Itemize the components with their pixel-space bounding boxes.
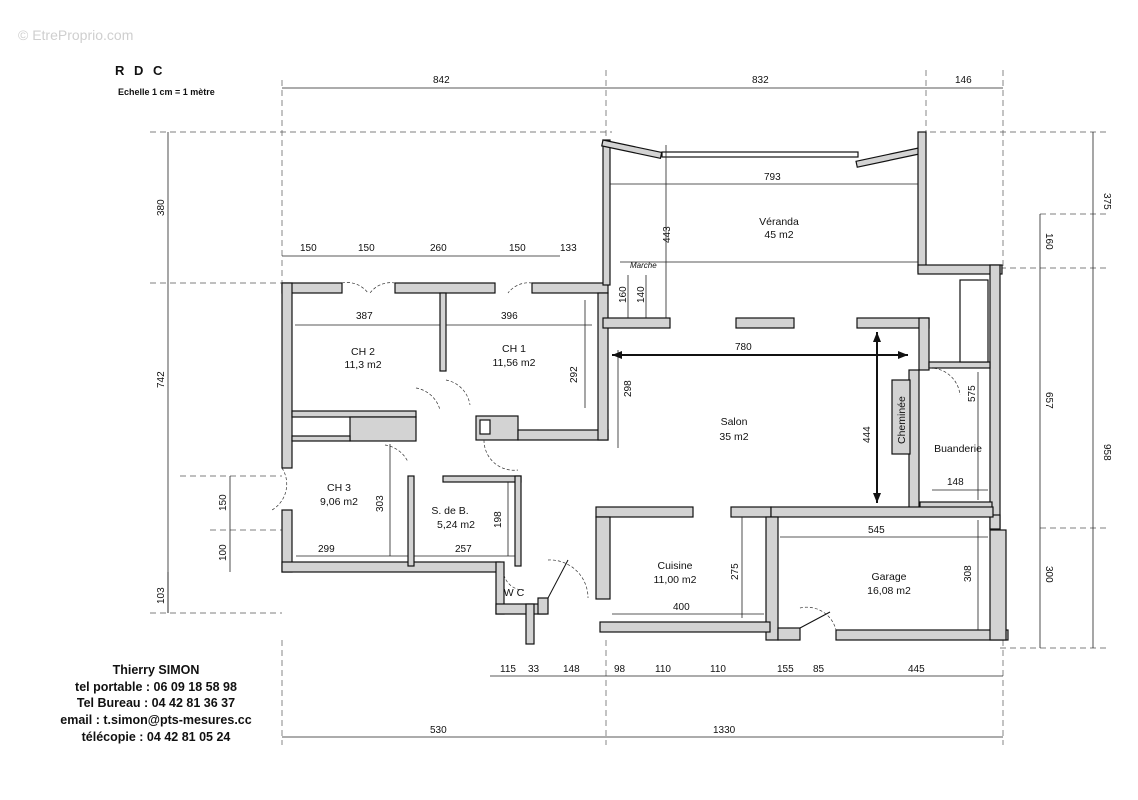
dim-387: 387 [356, 311, 373, 322]
dim-right-958: 958 [1101, 444, 1112, 461]
contact-name: Thierry SIMON [113, 663, 200, 677]
dim-bottom-1330: 1330 [713, 725, 736, 736]
room-ch1-area: 11,56 m2 [493, 357, 536, 369]
dim-150-a: 150 [300, 243, 317, 254]
dim-780: 780 [735, 342, 752, 353]
dim-396: 396 [501, 311, 518, 322]
dim-832: 832 [752, 75, 769, 86]
room-wc-name: W C [504, 587, 525, 599]
dim-260: 260 [430, 243, 447, 254]
dim-right-300: 300 [1043, 566, 1054, 583]
dim-842: 842 [433, 75, 450, 86]
contact-fax: télécopie : 04 42 81 05 24 [82, 730, 231, 744]
dim-292: 292 [569, 366, 580, 383]
contact-email: email : t.simon@pts-mesures.cc [60, 713, 251, 727]
room-garage-area: 16,08 m2 [867, 585, 911, 597]
dim-left-103: 103 [156, 587, 167, 604]
room-sdb-area: 5,24 m2 [437, 519, 475, 531]
dim-left-380: 380 [156, 199, 167, 216]
room-ch2-name: CH 2 [351, 346, 375, 358]
room-ch3-name: CH 3 [327, 482, 351, 494]
dim-bottom-110-a: 110 [655, 664, 671, 675]
dim-right-160: 160 [1043, 233, 1054, 250]
room-ch3-area: 9,06 m2 [320, 496, 358, 508]
contact-mobile: tel portable : 06 09 18 58 98 [75, 680, 237, 694]
dim-545: 545 [868, 525, 885, 536]
dim-198: 198 [493, 511, 504, 528]
dimension-arrows [612, 332, 908, 503]
dim-140: 140 [636, 286, 647, 303]
door-swings [271, 282, 961, 631]
guide-lines [150, 70, 1110, 745]
dim-bottom-85: 85 [813, 664, 825, 675]
dim-right-657: 657 [1043, 392, 1054, 409]
dim-575: 575 [967, 385, 978, 402]
dim-146: 146 [955, 75, 972, 86]
dim-150-c: 150 [509, 243, 526, 254]
dim-275: 275 [730, 563, 741, 580]
dim-400: 400 [673, 602, 690, 613]
room-cuisine-area: 11,00 m2 [654, 574, 697, 586]
dim-bottom-33: 33 [528, 664, 540, 675]
dim-133: 133 [560, 243, 577, 254]
dim-793: 793 [764, 172, 781, 183]
contact-block: Thierry SIMON tel portable : 06 09 18 58… [60, 663, 251, 744]
dim-308: 308 [963, 565, 974, 582]
dim-bottom-148: 148 [563, 664, 580, 675]
dim-257: 257 [455, 544, 472, 555]
room-labels: Véranda 45 m2 Salon 35 m2 CH 1 11,56 m2 … [320, 216, 982, 599]
room-ch2-area: 11,3 m2 [344, 359, 381, 371]
dim-bottom-155: 155 [777, 664, 794, 675]
dim-bottom-530: 530 [430, 725, 447, 736]
dim-299: 299 [318, 544, 335, 555]
dim-bottom-110-b: 110 [710, 664, 726, 675]
dim-150-b: 150 [358, 243, 375, 254]
room-salon-area: 35 m2 [719, 431, 748, 443]
dim-298: 298 [623, 380, 634, 397]
dim-left-742: 742 [156, 371, 167, 388]
room-cheminee-name: Cheminée [896, 396, 908, 444]
dim-444: 444 [862, 426, 873, 443]
dim-left-150: 150 [218, 494, 229, 511]
room-veranda-name: Véranda [759, 216, 799, 228]
watermark: © EtreProprio.com [18, 27, 133, 43]
marche-label: Marche [630, 261, 657, 270]
dim-443: 443 [662, 226, 673, 243]
contact-office: Tel Bureau : 04 42 81 36 37 [77, 696, 235, 710]
dim-left-100: 100 [218, 544, 229, 561]
room-garage-name: Garage [871, 571, 906, 583]
room-buanderie-name: Buanderie [934, 443, 982, 455]
room-sdb-name: S. de B. [431, 505, 468, 517]
dim-148-a: 148 [947, 477, 964, 488]
room-veranda-area: 45 m2 [764, 229, 793, 241]
dim-right-375: 375 [1101, 193, 1112, 210]
dim-bottom-115: 115 [500, 664, 516, 675]
plan-title: R D C [115, 63, 165, 78]
scale-note: Echelle 1 cm = 1 mètre [118, 87, 215, 97]
room-salon-name: Salon [721, 416, 748, 428]
dim-bottom-445: 445 [908, 664, 925, 675]
room-ch1-name: CH 1 [502, 343, 526, 355]
dim-bottom-98: 98 [614, 664, 626, 675]
walls [281, 131, 1009, 645]
dim-160-a: 160 [618, 286, 629, 303]
dim-303: 303 [375, 495, 386, 512]
room-cuisine-name: Cuisine [657, 560, 692, 572]
